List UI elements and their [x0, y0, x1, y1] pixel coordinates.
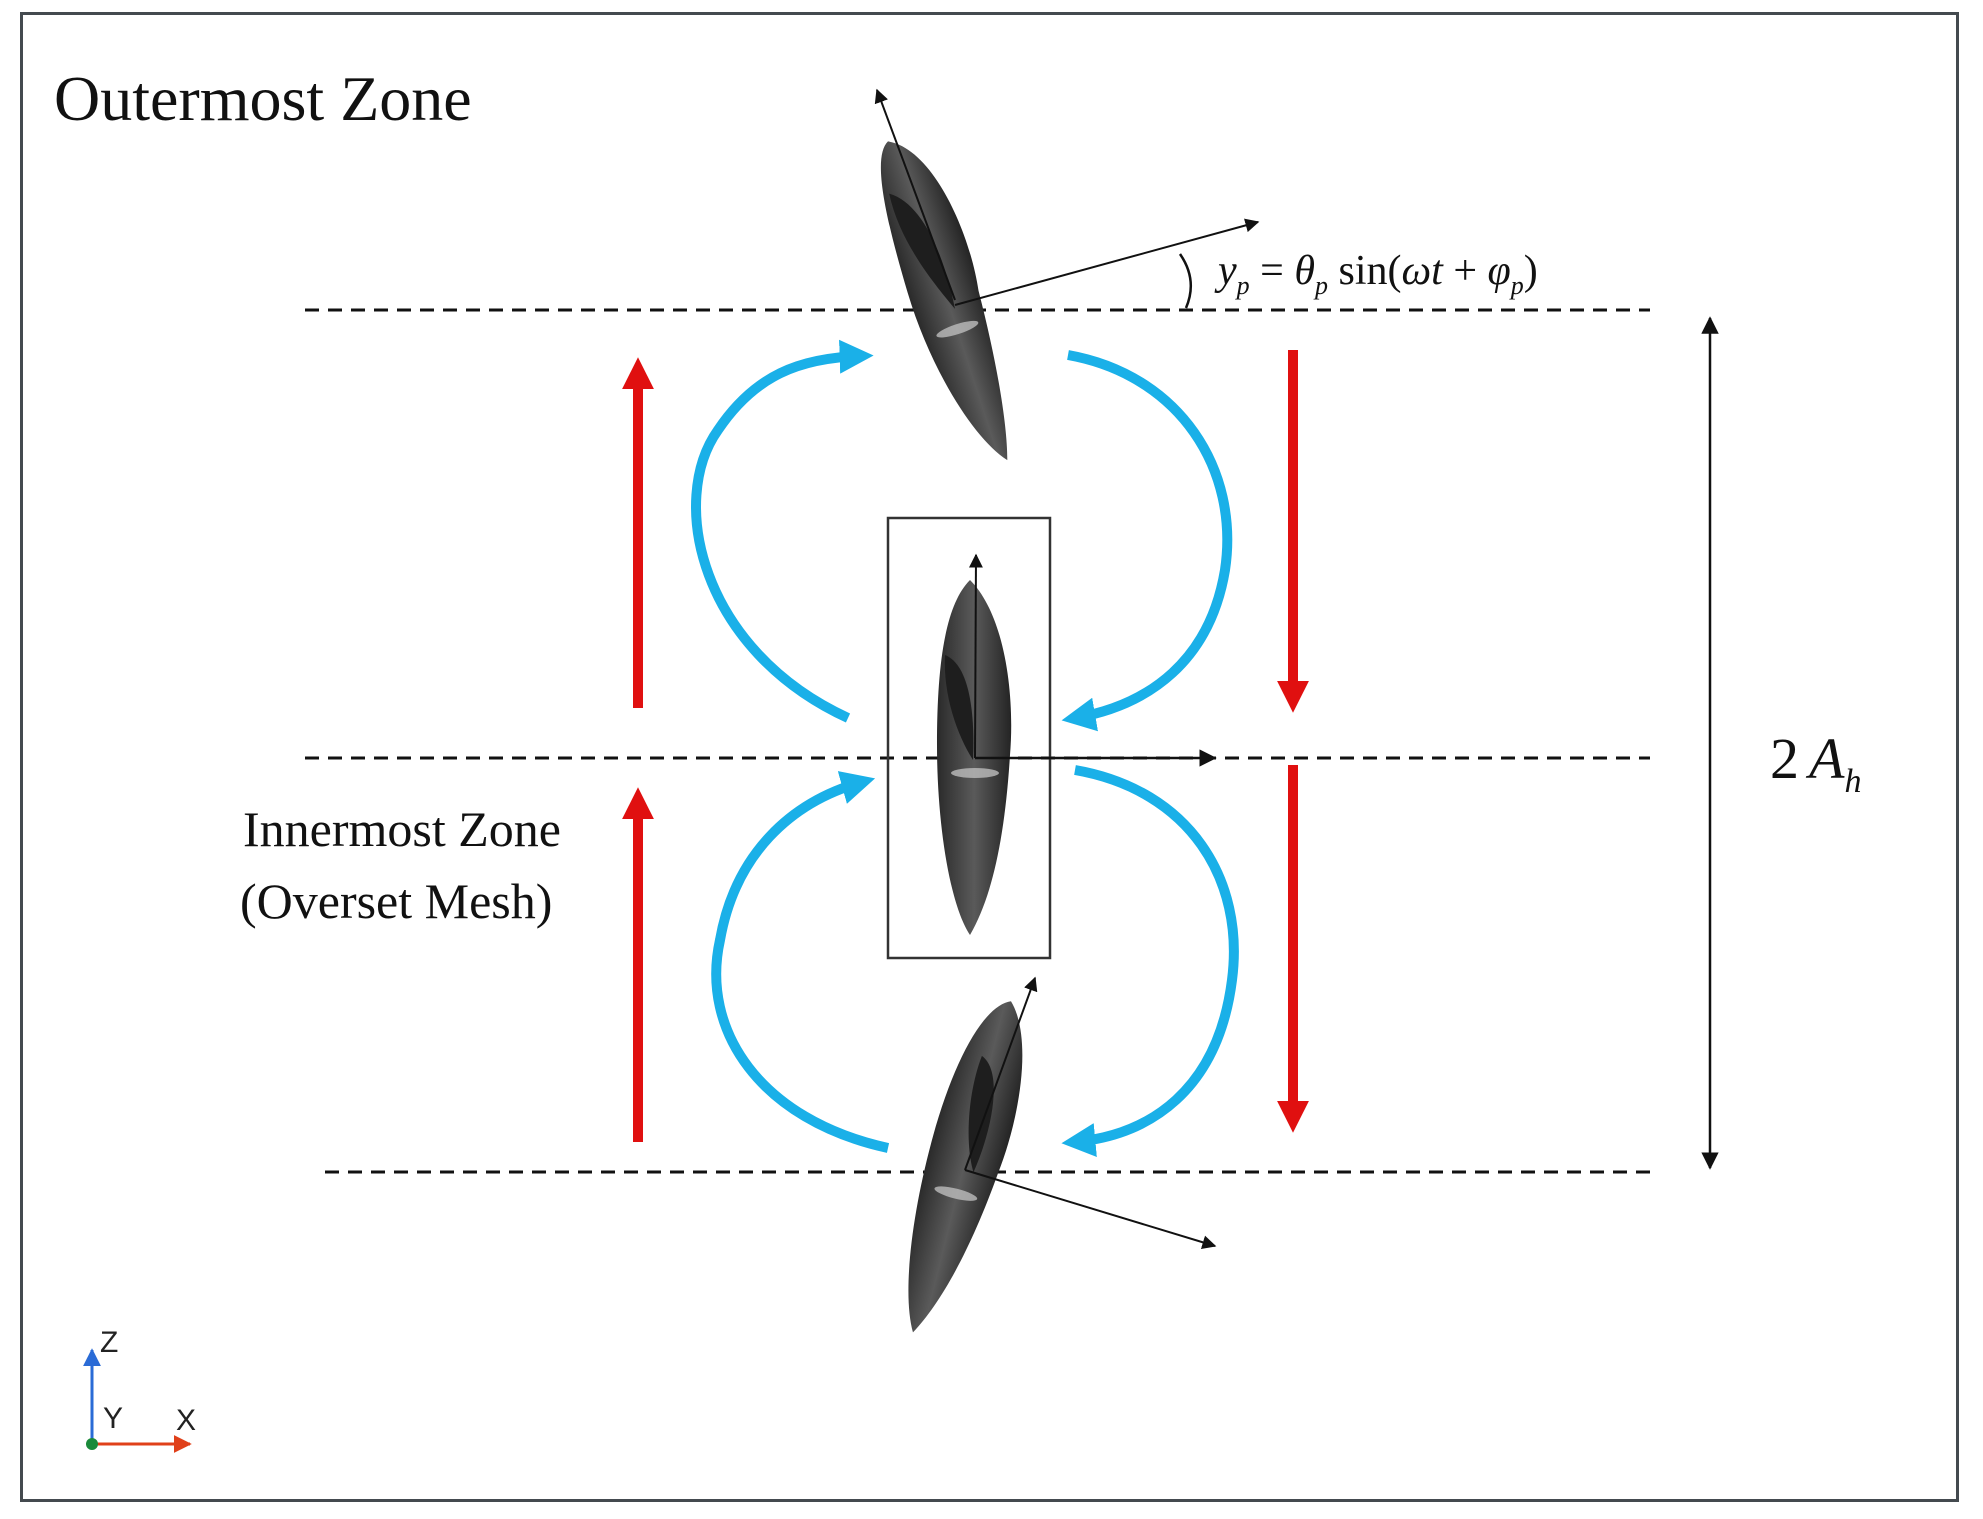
foil-bottom-normal-vector: [964, 976, 1038, 1171]
outermost-zone-label: Outermost Zone: [54, 63, 472, 134]
foil-top: [880, 141, 1008, 461]
rotation-arrow-lower-left: [711, 771, 890, 1153]
foil-bottom-chord-vector: [964, 1169, 1217, 1250]
foil-top-chord-vector: [954, 218, 1260, 306]
rotation-arrow-upper-right: [1061, 350, 1233, 732]
triad-origin: [86, 1438, 98, 1450]
foil-top-normal-vector: [874, 88, 956, 301]
innermost-zone-label: Innermost Zone: [243, 801, 561, 857]
foil-bottom: [908, 1001, 1023, 1333]
rotation-arrow-upper-left: [691, 339, 874, 723]
pitch-angle-arc: [1178, 253, 1193, 309]
overset-mesh-box: [886, 516, 1052, 960]
pitch-equation: yp = θp sin(ωt + φp): [1214, 248, 1538, 300]
triad-x-label: X: [176, 1404, 196, 1437]
foil-middle-normal-vector: [968, 553, 983, 759]
rotation-arrow-lower-right: [1061, 765, 1239, 1158]
triad-y-label: Y: [103, 1402, 123, 1435]
triad-z-label: Z: [100, 1326, 118, 1359]
axes-triad: Z Y X: [83, 1326, 196, 1453]
overset-mesh-label: (Overset Mesh): [240, 873, 553, 929]
